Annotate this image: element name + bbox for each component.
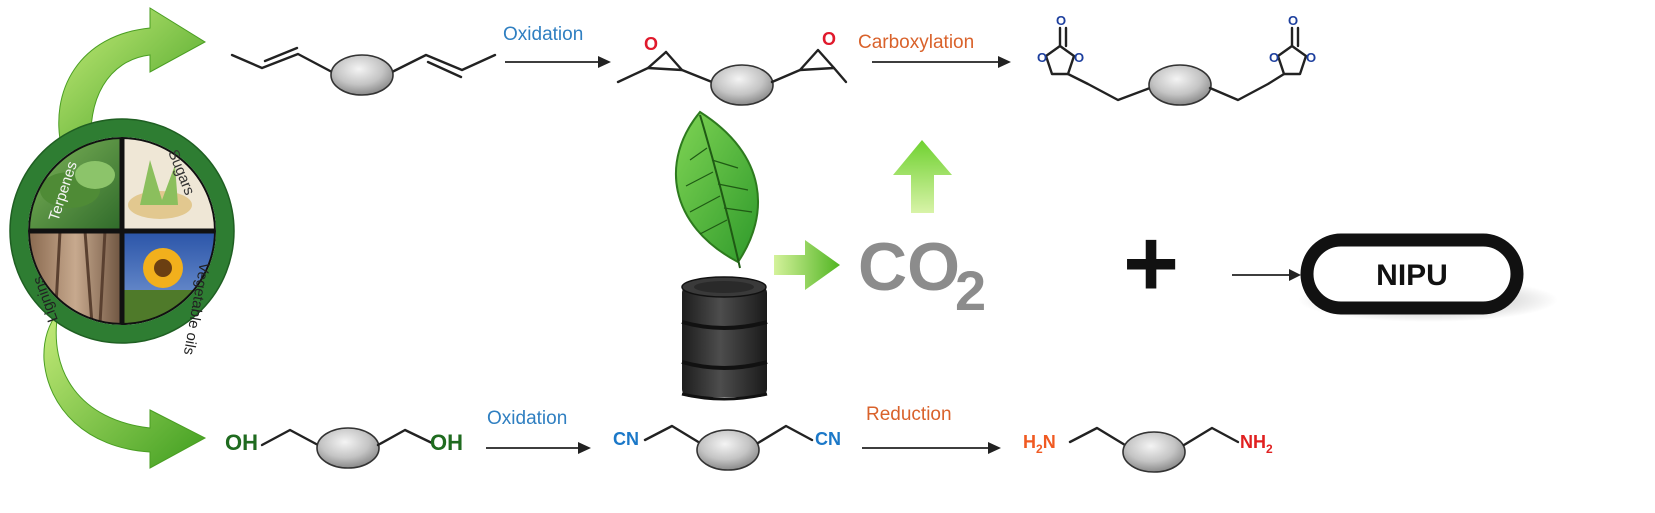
diol-molecule: OH OH <box>225 427 463 469</box>
diene-molecule <box>230 46 497 96</box>
bottom-route: OH OH Oxidation CN CN Reduction H2N NH2 <box>225 404 1273 473</box>
green-arrow-up-icon <box>893 140 952 213</box>
bis-cyclic-carbonate-molecule: O O O O O O <box>1037 13 1316 106</box>
biomass-sources-wheel: Terpenes Sugars Vegetable oils Lignins <box>9 118 235 356</box>
co2-main-text: CO <box>858 229 960 305</box>
curved-arrow-down-icon <box>43 311 207 469</box>
curved-arrow-up-icon <box>58 7 206 151</box>
green-arrow-right-icon <box>774 240 840 290</box>
top-oxidation-label: Oxidation <box>503 24 583 45</box>
epoxide-oxygen-left: O <box>644 34 658 54</box>
diamine-molecule: H2N NH2 <box>1023 426 1273 473</box>
carbonate-o-left-2: O <box>1074 50 1084 65</box>
amine-right-group: NH2 <box>1240 432 1273 456</box>
carbonate-o-left-1: O <box>1037 50 1047 65</box>
dinitrile-molecule: CN CN <box>613 424 841 471</box>
epoxide-oxygen-right: O <box>822 29 836 49</box>
carbonate-o-right-1: O <box>1269 50 1279 65</box>
diol-oh-right: OH <box>430 430 463 455</box>
diol-oh-left: OH <box>225 430 258 455</box>
leaf-icon <box>674 110 760 269</box>
carbonate-o-top-right: O <box>1288 13 1298 28</box>
nipu-product-badge: NIPU <box>1298 233 1558 322</box>
carboxylation-label: Carboxylation <box>858 32 974 53</box>
amine-right-nh: NH <box>1240 432 1266 452</box>
plus-sign: + <box>1123 210 1179 317</box>
amine-left-h: H <box>1023 432 1036 452</box>
amine-left-subscript: 2 <box>1036 442 1043 456</box>
top-route: Oxidation O O Carboxylation O <box>230 13 1316 106</box>
diepoxide-molecule: O O <box>616 29 848 106</box>
nipu-label: NIPU <box>1376 259 1448 292</box>
carbonate-o-top-left: O <box>1056 13 1066 28</box>
amine-left-n: N <box>1043 432 1056 452</box>
carbonate-o-right-2: O <box>1306 50 1316 65</box>
co2-label: CO 2 <box>858 229 986 322</box>
nitrile-cn-right: CN <box>815 429 841 449</box>
nitrile-cn-left: CN <box>613 429 639 449</box>
oil-barrel-icon <box>681 276 768 401</box>
co2-subscript-text: 2 <box>955 259 986 322</box>
amine-left-group: H2N <box>1023 432 1056 456</box>
bottom-oxidation-label: Oxidation <box>487 408 567 429</box>
amine-right-subscript: 2 <box>1266 442 1273 456</box>
reduction-label: Reduction <box>866 404 952 425</box>
